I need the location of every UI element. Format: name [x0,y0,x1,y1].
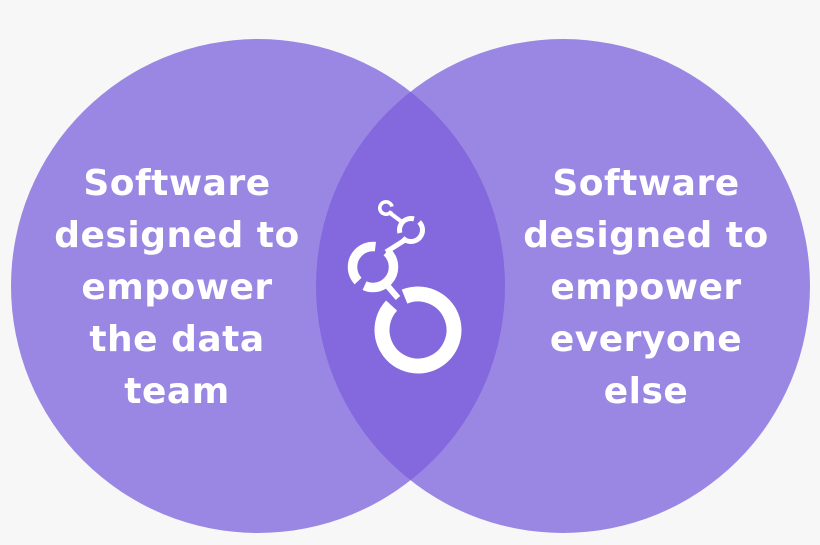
looker-logo-icon [347,199,462,374]
left-label-line: designed to [54,215,300,256]
right-label-line: empower [550,267,742,308]
left-label-line: Software [83,163,271,204]
overlap-region [316,39,505,533]
left-circle-label: Software designed to empower the data te… [27,158,327,418]
left-label-line: team [124,371,230,412]
left-label-line: the data [89,319,265,360]
right-label-line: else [603,371,689,412]
right-label-line: everyone [549,319,743,360]
left-label-line: empower [81,267,273,308]
right-label-line: designed to [523,215,769,256]
right-label-line: Software [552,163,740,204]
right-circle-label: Software designed to empower everyone el… [496,158,796,418]
